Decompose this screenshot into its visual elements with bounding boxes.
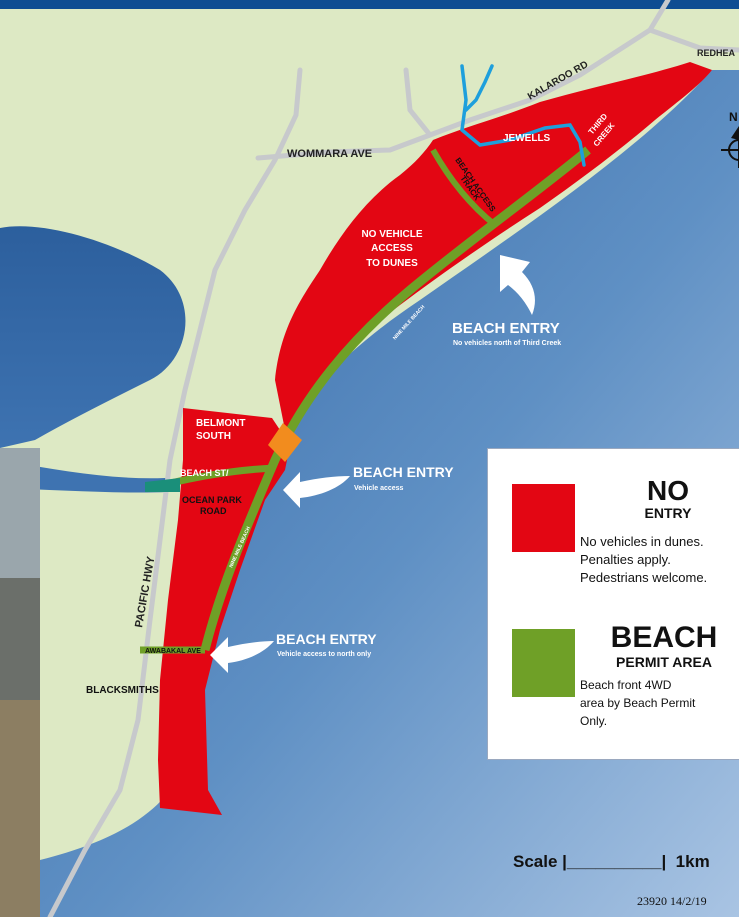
stamp-date: 23920 14/2/19 [637, 894, 707, 908]
legend-box: NO ENTRY No vehicles in dunes. Penalties… [487, 448, 739, 760]
legend-no-entry-line-1: No vehicles in dunes. [580, 534, 704, 549]
road-label-wommara: WOMMARA AVE [287, 148, 372, 160]
zone-label-no-vehicle-3: TO DUNES [366, 258, 418, 269]
road-label-ocean-park-1: OCEAN PARK [182, 495, 242, 505]
beach-entry-arrow-middle [283, 472, 350, 508]
road-label-beach-st: BEACH ST/ [180, 468, 229, 478]
place-label-jewells: JEWELLS [503, 133, 551, 144]
lake [0, 226, 186, 448]
road-label-redhead: REDHEA [697, 48, 736, 58]
legend-swatch-beach-permit [512, 629, 575, 697]
header-band [0, 0, 739, 9]
teal-connector [145, 478, 180, 492]
legend-beach-subtitle: PERMIT AREA [616, 654, 712, 670]
beach-entry-middle-subtitle: Vehicle access [354, 485, 404, 492]
beach-entry-arrow-south [210, 637, 274, 673]
photo-strip-sky [0, 448, 40, 578]
scale-bar: Scale |__________| 1km [513, 852, 710, 871]
vehicle-access-patch [268, 423, 302, 462]
beach-entry-south-subtitle: Vehicle access to north only [277, 651, 371, 658]
legend-no-entry-line-3: Pedestrians welcome. [580, 570, 708, 585]
beach-entry-arrow-north [500, 255, 535, 315]
north-arrow-icon [721, 126, 739, 168]
zone-label-no-vehicle-2: ACCESS [371, 243, 413, 254]
legend-swatch-no-entry [512, 484, 575, 552]
zone-label-no-vehicle-1: NO VEHICLE [361, 229, 422, 240]
legend-no-entry-title: NO [647, 475, 689, 506]
legend-beach-line-3: Only. [580, 714, 608, 728]
legend-beach-title: BEACH [610, 621, 718, 654]
creeks [460, 64, 586, 167]
place-label-blacksmiths: BLACKSMITHS [86, 685, 159, 696]
road-label-awabakal: AWABAKAL AVE [145, 648, 201, 655]
north-letter: N [729, 110, 738, 124]
beach-entry-middle-title: BEACH ENTRY [353, 464, 454, 480]
legend-no-entry-subtitle: ENTRY [644, 505, 692, 521]
photo-strip-sand [0, 700, 40, 917]
beach-entry-north-title: BEACH ENTRY [452, 320, 560, 337]
legend-beach-line-1: Beach front 4WD [580, 678, 672, 692]
place-label-belmont-2: SOUTH [196, 431, 231, 442]
legend-no-entry-line-2: Penalties apply. [580, 552, 671, 567]
channel [0, 462, 172, 493]
roads [47, 0, 739, 917]
legend-beach-line-2: area by Beach Permit [580, 696, 696, 710]
place-label-belmont-1: BELMONT [196, 418, 245, 429]
beach-access-track [430, 148, 497, 228]
road-label-ocean-park-2: ROAD [200, 506, 227, 516]
beach-permit-strip [200, 146, 591, 652]
beach-entry-south-title: BEACH ENTRY [276, 631, 377, 647]
beach-entry-north-subtitle: No vehicles north of Third Creek [453, 340, 561, 347]
no-entry-zone-north [275, 62, 712, 430]
